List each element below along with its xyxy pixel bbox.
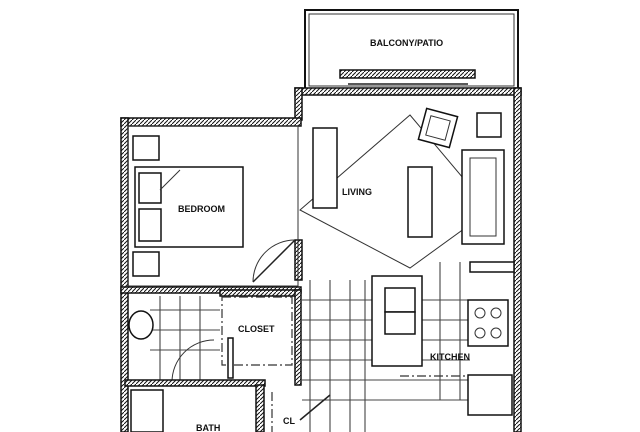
burner xyxy=(490,327,502,339)
stove xyxy=(467,299,509,347)
closet: CLOSET xyxy=(219,289,302,386)
nightstand xyxy=(132,251,160,277)
sink xyxy=(384,287,416,313)
counter xyxy=(469,261,515,273)
sofa xyxy=(461,149,505,245)
refrigerator xyxy=(467,374,513,416)
toilet xyxy=(128,310,154,340)
end-table xyxy=(476,112,502,138)
room-label-bedroom: BEDROOM xyxy=(178,204,225,214)
armchair xyxy=(417,107,459,149)
pillow xyxy=(138,172,162,204)
kitchen: KITCHEN xyxy=(302,261,515,432)
console-table xyxy=(312,127,338,209)
bedroom: BEDROOM xyxy=(120,117,302,432)
room-label-bath: BATH xyxy=(196,423,220,432)
linen-closet: CL xyxy=(271,392,331,432)
burner xyxy=(490,307,502,319)
room-label-closet: CLOSET xyxy=(238,324,275,334)
nightstand xyxy=(132,135,160,161)
bathtub xyxy=(130,389,164,432)
room-label-cl: CL xyxy=(283,416,295,426)
room-label-balcony: BALCONY/PATIO xyxy=(370,38,443,48)
sink xyxy=(384,311,416,335)
room-label-kitchen: KITCHEN xyxy=(430,352,470,362)
burner xyxy=(474,307,486,319)
pillow xyxy=(138,208,162,242)
burner xyxy=(474,327,486,339)
coffee-table xyxy=(407,166,433,238)
balcony-patio: BALCONY/PATIO xyxy=(304,9,519,91)
bedroom-door xyxy=(252,239,296,283)
floor-tiles xyxy=(302,262,470,432)
bath: BATH xyxy=(124,296,266,432)
room-label-living: LIVING xyxy=(342,187,372,197)
